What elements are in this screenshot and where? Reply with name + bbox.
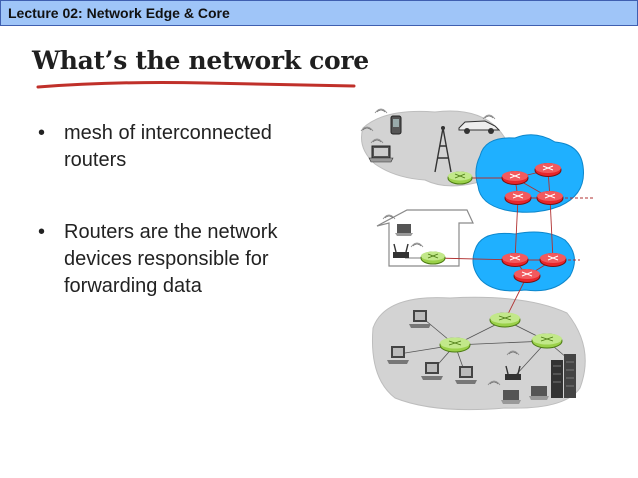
bullet-line: devices responsible for [64, 248, 269, 270]
slide-title: What’s the network core [32, 46, 369, 75]
core-routers [501, 163, 567, 283]
title-underline [36, 81, 356, 89]
wifi-router-icon [505, 365, 521, 380]
laptop-icon [368, 145, 394, 163]
bullet-line: mesh of interconnected [64, 122, 272, 144]
bullet-text: Routers are the network devices responsi… [64, 219, 338, 300]
desktop-icon [409, 310, 431, 328]
bullet-line: routers [64, 149, 127, 171]
desktop-icon [421, 362, 443, 380]
edge-routers [420, 171, 563, 353]
router-icon [504, 191, 532, 205]
router-icon [531, 333, 563, 349]
car-icon [458, 120, 501, 134]
router-icon [489, 312, 521, 328]
router-icon [501, 253, 529, 267]
router-icon [420, 251, 446, 265]
router-icon [439, 337, 471, 353]
bullet-text: mesh of interconnected routers [64, 120, 338, 174]
router-icon [536, 191, 564, 205]
lecture-title: Lecture 02: Network Edge & Core [8, 5, 230, 21]
router-icon [501, 171, 529, 185]
laptop-icon [529, 386, 549, 400]
wireless-signal-icon [374, 108, 388, 114]
desktop-icon [455, 366, 477, 384]
bullet-item: • mesh of interconnected routers [38, 120, 338, 174]
bullet-dot: • [38, 122, 46, 144]
bullet-line: Routers are the network [64, 221, 278, 243]
laptop-icon [395, 224, 413, 236]
bullet-dot: • [38, 221, 46, 243]
bullet-item: • Routers are the network devices respon… [38, 219, 338, 300]
wifi-router-icon [393, 243, 409, 258]
bullet-line: forwarding data [64, 275, 202, 297]
laptop-icon [501, 390, 521, 404]
bullet-list: • mesh of interconnected routers • Route… [38, 120, 338, 300]
router-icon [539, 253, 567, 267]
phone-icon [390, 115, 402, 135]
lecture-header-bar: Lecture 02: Network Edge & Core [0, 0, 638, 26]
router-icon [534, 163, 562, 177]
cell-tower-icon [434, 126, 452, 173]
network-diagram [360, 108, 593, 411]
desktop-icon [387, 346, 409, 364]
router-icon [447, 171, 473, 185]
router-icon [513, 269, 541, 283]
server-rack-icon [551, 354, 576, 398]
